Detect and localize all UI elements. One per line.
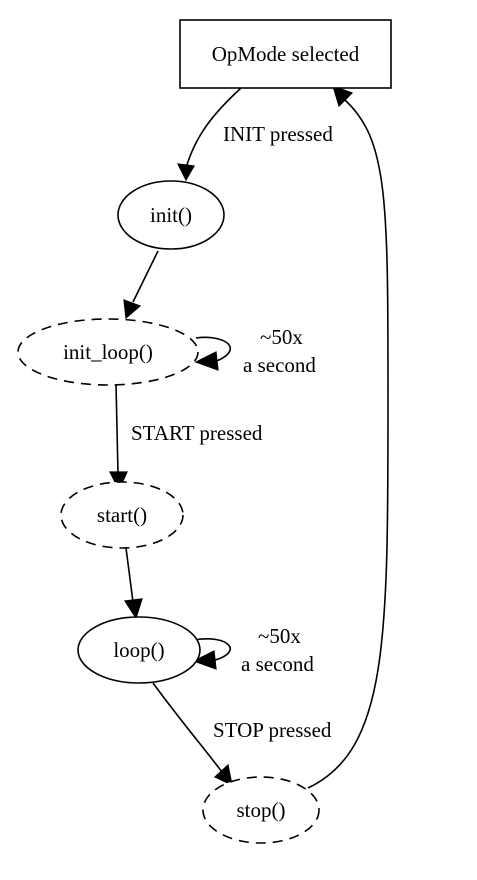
- node-label-start: start(): [97, 503, 147, 527]
- edge-stop-pressed: [152, 682, 233, 787]
- edge-init-loop-self: [194, 336, 231, 371]
- edge-start-pressed: [109, 383, 128, 492]
- edge-stop-to-opmode: [307, 85, 389, 789]
- node-label-init-loop: init_loop(): [63, 340, 153, 364]
- node-label-stop: stop(): [237, 798, 286, 822]
- edge-label-stop-pressed: STOP pressed: [213, 718, 332, 742]
- edge-init-to-init-loop: [123, 250, 159, 320]
- node-init-loop: init_loop(): [17, 318, 199, 386]
- edge-init-pressed: [176, 87, 242, 182]
- edge-label-loop-rate: ~50x: [258, 624, 301, 648]
- edge-label-start-pressed: START pressed: [131, 421, 263, 445]
- arrowhead-icon: [176, 163, 195, 182]
- node-init: init(): [117, 180, 225, 250]
- edge-loop-self: [192, 638, 231, 670]
- node-opmode-selected: OpMode selected: [179, 19, 392, 89]
- arrowhead-icon: [194, 351, 219, 371]
- node-loop: loop(): [77, 616, 201, 684]
- node-stop: stop(): [202, 776, 320, 844]
- node-label-opmode-selected: OpMode selected: [212, 42, 360, 66]
- edge-label-init-pressed: INIT pressed: [223, 122, 333, 146]
- node-label-init: init(): [150, 203, 192, 227]
- edge-label-init-loop-rate: ~50x: [260, 325, 303, 349]
- edge-label-init-loop-period: a second: [243, 353, 316, 377]
- arrowhead-icon: [123, 299, 142, 320]
- arrowhead-icon: [213, 763, 233, 787]
- node-label-loop: loop(): [113, 638, 164, 662]
- edge-start-to-loop: [123, 547, 143, 620]
- arrowhead-icon: [123, 598, 143, 620]
- arrowhead-icon: [332, 85, 354, 108]
- arrowhead-icon: [109, 471, 128, 492]
- node-start: start(): [60, 481, 184, 549]
- edge-label-loop-period: a second: [241, 652, 314, 676]
- arrowhead-icon: [192, 650, 217, 670]
